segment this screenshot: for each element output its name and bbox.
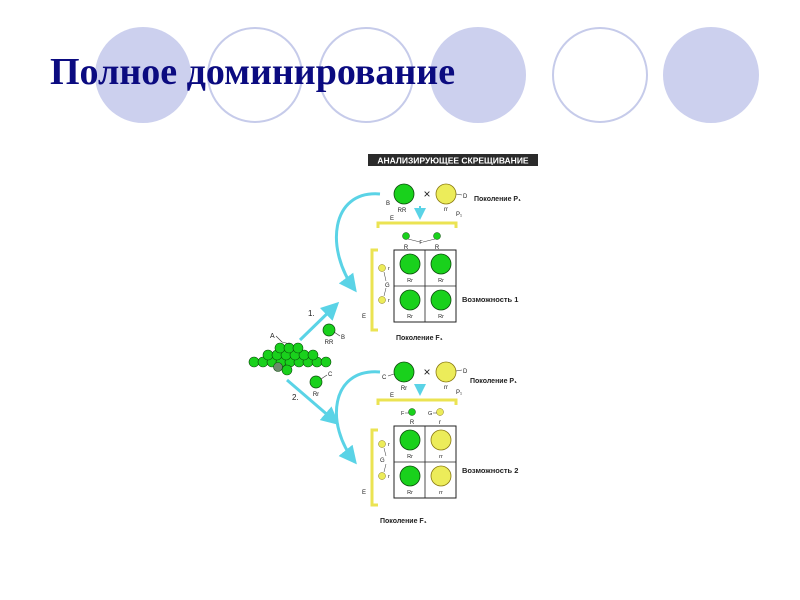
cross-1-curved-arrow bbox=[334, 192, 381, 293]
cross-2-generation: Поколение F₁ bbox=[380, 518, 427, 525]
cross-1-parent1-genotype: RR bbox=[398, 208, 407, 214]
heap-genotype-rr-small: Rr bbox=[313, 392, 319, 398]
cross-2-cell-4: rr bbox=[439, 490, 443, 496]
path-arrow-2 bbox=[286, 378, 340, 425]
cross-1-cell-1: Rr bbox=[407, 278, 413, 284]
cross-2-gamete-top-2: r bbox=[439, 420, 441, 426]
slide-title: Полное доминирование bbox=[50, 51, 456, 93]
cross-1-gamete-top-1: R bbox=[404, 245, 409, 251]
cross-2-parent-label: Поколение P₁ bbox=[470, 378, 517, 385]
cross-1-gamete-top-2: R bbox=[435, 245, 440, 251]
cross-1-label-b: B bbox=[386, 201, 390, 207]
decor-circle-6 bbox=[663, 27, 759, 123]
cross-2-parent1-genotype: Rr bbox=[401, 386, 407, 392]
heap-label-b: B bbox=[341, 335, 345, 341]
path-label-1: 1. bbox=[308, 309, 315, 318]
path-label-2: 2. bbox=[292, 393, 299, 402]
cross-1-label-e2: E bbox=[362, 314, 366, 320]
decor-circle-5 bbox=[552, 27, 648, 123]
cross-2-cell-1: Rr bbox=[407, 454, 413, 460]
cross-1-gamete-side-2: r bbox=[388, 298, 390, 304]
parent-yellow-pea bbox=[435, 183, 457, 205]
cross-2-label-d: D bbox=[463, 369, 468, 375]
cross-1-label-e: E bbox=[390, 216, 394, 222]
cross-2-possibility: Возможность 2 bbox=[462, 466, 518, 475]
cross-2-curved-arrow bbox=[334, 370, 381, 465]
cross-1-label-f: F bbox=[419, 240, 423, 246]
cross-2-parent2-genotype: rr bbox=[444, 385, 448, 391]
cross-1-label-d: D bbox=[463, 194, 468, 200]
cross-2-label-e2: E bbox=[362, 490, 366, 496]
cross-2-label-e: E bbox=[390, 393, 394, 399]
diagram-header-text: АНАЛИЗИРУЮЩЕЕ СКРЕЩИВАНИЕ bbox=[377, 156, 529, 166]
cross-2-p1-small: P₁ bbox=[456, 390, 462, 396]
parent-yellow-pea-2 bbox=[435, 361, 457, 383]
cross-2-cell-3: Rr bbox=[407, 490, 413, 496]
heap-label-c: C bbox=[328, 372, 333, 378]
cross-2-gamete-side-2: r bbox=[388, 474, 390, 480]
heap-genotype-rr: RR bbox=[325, 340, 334, 346]
heap-label-a: A bbox=[270, 333, 275, 340]
cross-1-cell-2: Rr bbox=[438, 278, 444, 284]
cross-1-gamete-side-1: r bbox=[388, 266, 390, 272]
decor-circle-4 bbox=[430, 27, 526, 123]
punnett-square-2: Rr rr Rr rr bbox=[393, 425, 457, 499]
cross-1-cell-4: Rr bbox=[438, 314, 444, 320]
single-pea-rr: B RR bbox=[322, 323, 345, 346]
decor-circle-2 bbox=[207, 27, 303, 123]
decor-circle-3 bbox=[318, 27, 414, 123]
cross-1-possibility: Возможность 1 bbox=[462, 295, 518, 304]
cross-2-label-g: G bbox=[428, 411, 432, 417]
cross-1-sign: × bbox=[423, 187, 430, 201]
cross-2-label-g2: G bbox=[380, 458, 385, 464]
cross-1-generation: Поколение F₁ bbox=[396, 335, 443, 342]
cross-2-gamete-top-1: R bbox=[410, 420, 415, 426]
cross-2: C Rr E × D rr P₁ Поколение P₁ F G R r r … bbox=[334, 361, 518, 525]
cross-1-label-g: G bbox=[385, 283, 390, 289]
cross-1-p1-small: P₁ bbox=[456, 212, 462, 218]
cross-1: RR B E × D rr P₁ Поколение P₁ F R R r r … bbox=[334, 183, 521, 342]
cross-1-parent2-genotype: rr bbox=[444, 207, 448, 213]
cross-2-label-c: C bbox=[382, 375, 387, 381]
cross-1-parent-label: Поколение P₁ bbox=[474, 196, 521, 203]
test-cross-diagram: АНАЛИЗИРУЮЩЕЕ СКРЕЩИВАНИЕ A B RR bbox=[248, 154, 538, 525]
diagram-header: АНАЛИЗИРУЮЩЕЕ СКРЕЩИВАНИЕ bbox=[368, 154, 538, 166]
cross-2-label-f: F bbox=[401, 411, 405, 417]
punnett-square-1: Rr Rr Rr Rr bbox=[393, 249, 457, 323]
cross-2-cell-2: rr bbox=[439, 454, 443, 460]
single-pea-rr-small: C Rr bbox=[309, 372, 333, 398]
cross-2-sign: × bbox=[423, 365, 430, 379]
cross-1-cell-3: Rr bbox=[407, 314, 413, 320]
parent-green-pea-2 bbox=[393, 361, 415, 383]
pea-heap: A bbox=[248, 333, 332, 376]
parent-green-pea bbox=[393, 183, 415, 205]
decor-circle-1 bbox=[95, 27, 191, 123]
path-arrow-1 bbox=[298, 301, 340, 342]
cross-2-gamete-side-1: r bbox=[388, 442, 390, 448]
